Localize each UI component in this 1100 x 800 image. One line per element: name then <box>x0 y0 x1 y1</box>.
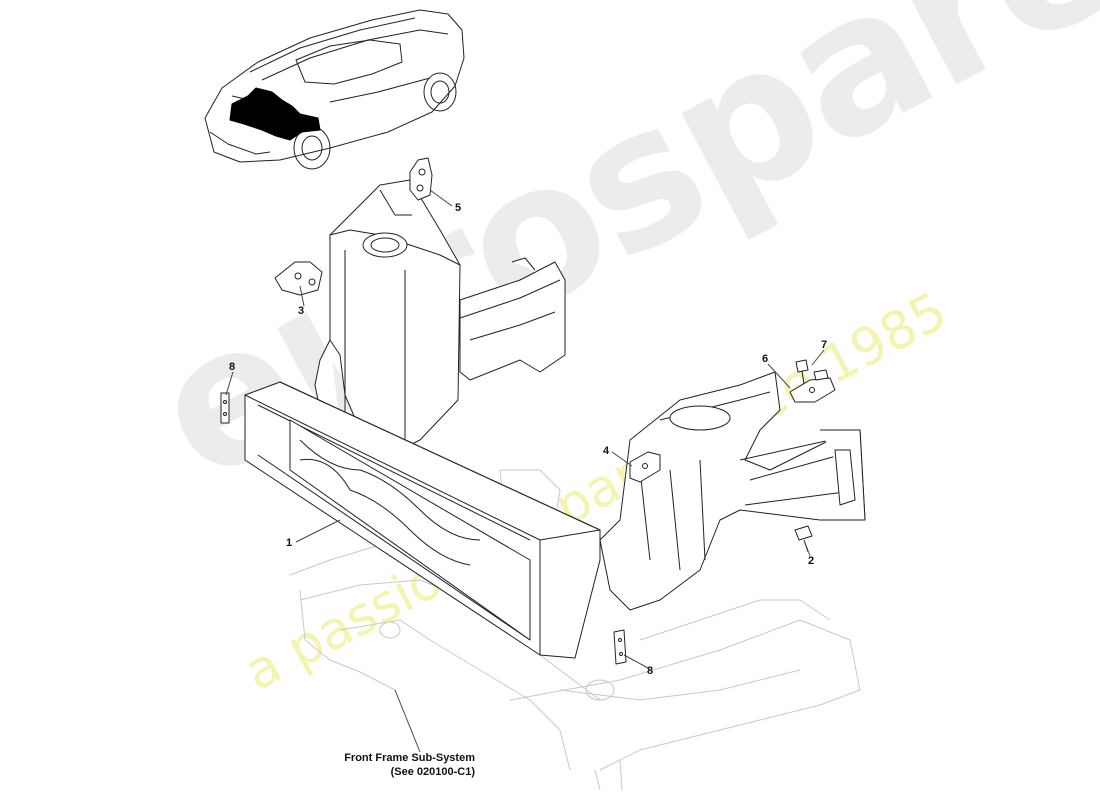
bolt-7 <box>795 359 829 385</box>
callout-8-upper: 8 <box>229 361 236 373</box>
callout-4: 4 <box>603 445 610 457</box>
bracket-5 <box>409 157 433 201</box>
callout-3: 3 <box>298 305 305 317</box>
callout-5: 5 <box>455 202 462 214</box>
reference-caption-line1: Front Frame Sub-System <box>344 752 475 764</box>
leader-lines <box>225 189 825 753</box>
reference-caption-line2: (See 020100-C1) <box>390 765 475 778</box>
rear-cross-member <box>459 257 566 381</box>
callout-7: 7 <box>821 339 828 351</box>
front-cross-beam <box>244 381 601 659</box>
bracket-3 <box>274 261 323 296</box>
bracket-6 <box>789 377 836 403</box>
right-side-assembly <box>599 371 866 611</box>
vehicle-location-thumbnail <box>204 9 465 170</box>
callout-6: 6 <box>762 353 769 365</box>
callout-2: 2 <box>808 555 815 567</box>
callout-1: 1 <box>286 537 293 549</box>
bolt-2 <box>794 525 813 553</box>
callout-8-lower: 8 <box>647 665 654 677</box>
plate-8-lower <box>613 629 627 665</box>
reference-caption: Front Frame Sub-System (See 020100-C1) <box>300 752 475 780</box>
bracket-4 <box>629 451 661 483</box>
plate-8-upper <box>220 392 230 424</box>
